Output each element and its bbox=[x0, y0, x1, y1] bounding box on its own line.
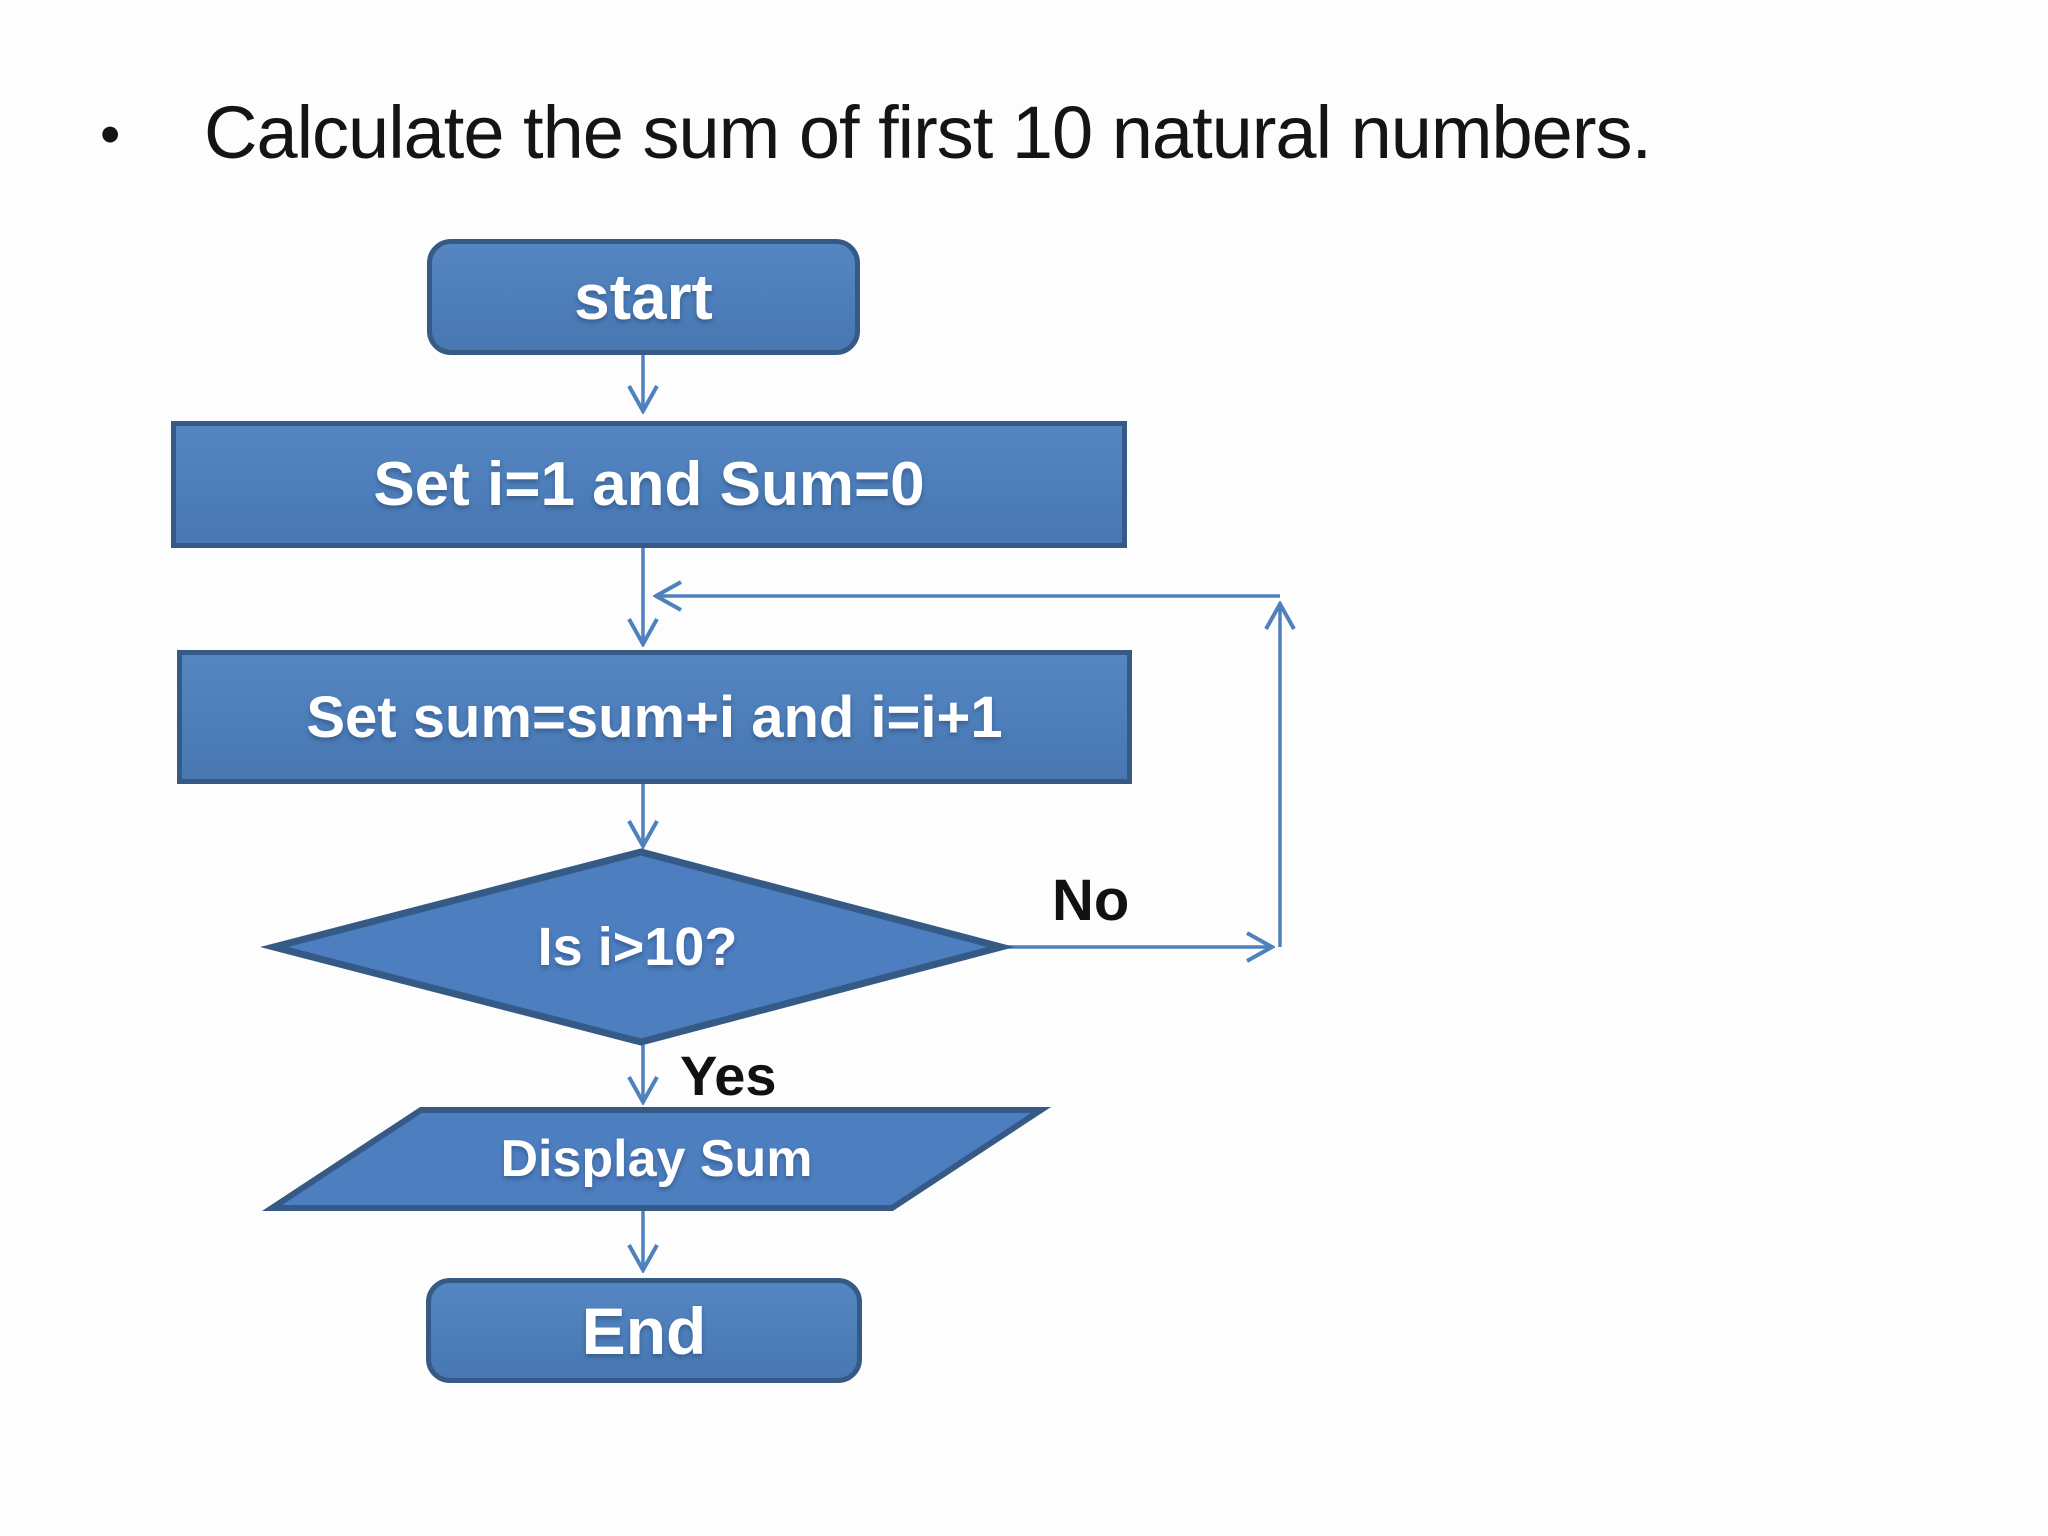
branch-label-yes: Yes bbox=[680, 1044, 777, 1107]
slide-title: Calculate the sum of first 10 natural nu… bbox=[204, 91, 1652, 174]
flowchart-node-decision-shape bbox=[260, 848, 1015, 1046]
flowchart-node-start: start bbox=[427, 239, 860, 355]
flowchart-node-display-shape bbox=[261, 1107, 1052, 1211]
node-accumulate-label: Set sum=sum+i and i=i+1 bbox=[306, 684, 1003, 750]
flowchart-node-accumulate: Set sum=sum+i and i=i+1 bbox=[177, 650, 1132, 784]
flowchart-node-end: End bbox=[426, 1278, 862, 1383]
title-bullet: • bbox=[100, 102, 121, 167]
flowchart-node-init: Set i=1 and Sum=0 bbox=[171, 421, 1127, 548]
node-start-label: start bbox=[574, 261, 713, 333]
node-end-label: End bbox=[581, 1293, 707, 1368]
node-init-label: Set i=1 and Sum=0 bbox=[373, 450, 925, 519]
branch-label-no: No bbox=[1052, 868, 1130, 933]
